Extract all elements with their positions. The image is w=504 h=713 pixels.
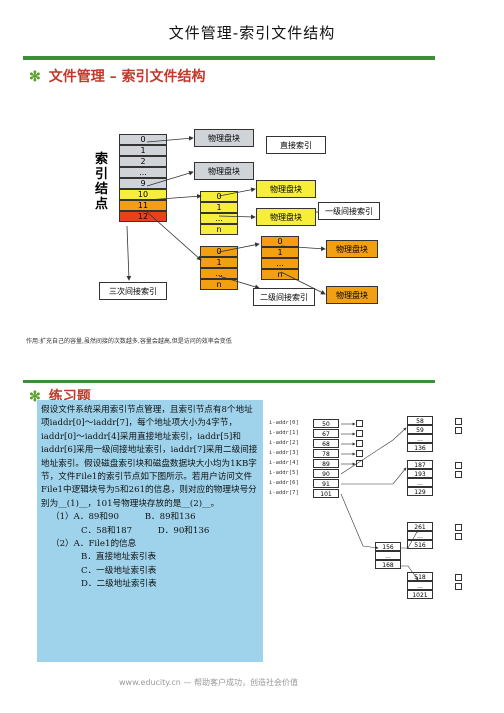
q2-option-a: （2）A．File1的信息	[51, 539, 137, 550]
index-arrows	[126, 135, 326, 295]
iaddr-arrows	[340, 422, 419, 581]
q2-option-c: C．一级地址索引表	[81, 565, 157, 576]
footer-text: www.educity.cn — 帮助客户成功，创造社会价值	[119, 678, 298, 687]
index-cell-4: 9	[119, 178, 167, 189]
index-node-label: 索引结点	[95, 152, 109, 212]
data-block	[455, 471, 462, 478]
level2-cell-3: n	[200, 279, 238, 290]
phys-block-level1-b: 物理盘块	[256, 208, 316, 226]
data-block	[455, 427, 462, 434]
data-block	[455, 583, 462, 590]
level2-index-label: 二级间接索引	[253, 288, 315, 306]
slide-top-line-2	[23, 380, 435, 383]
iaddr-label-4: i-addr[4]	[269, 460, 299, 466]
level2-cell-1: 1	[200, 257, 238, 268]
level3-index-label: 三次间接索引	[99, 282, 167, 300]
level2-sub-cell-0: 0	[261, 236, 299, 247]
level2-cell-0: 0	[200, 246, 238, 257]
slide-title: ✻ 文件管理 – 索引文件结构	[29, 66, 205, 86]
col3d-cell-1: ...	[407, 581, 433, 590]
slide-top-line	[23, 56, 435, 60]
level1-cell-1: 1	[200, 202, 238, 213]
index-cell-7: 12	[119, 211, 167, 222]
problem-text: 假设文件系统采用索引节点管理，且索引节点有8个地址项iaddr[0]～iaddr…	[41, 405, 258, 509]
caption: 作用:扩充自己的容量,虽然间接的次数越多,容量会越高,但是访问的效率会变低	[26, 338, 232, 345]
iaddr-label-3: i-addr[3]	[269, 450, 299, 456]
level2-sub-cell-2: ...	[261, 258, 299, 269]
col3a-cell-1: 59	[407, 425, 433, 434]
level2-cell-2: ...	[200, 268, 238, 279]
data-block	[455, 574, 462, 581]
q1-options-a: （1）A．89和90 B．89和136	[51, 512, 196, 523]
phys-block-direct-2: 物理盘块	[194, 162, 254, 180]
data-block	[356, 460, 363, 467]
level2-sub-cell-1: 1	[261, 247, 299, 258]
iaddr-value-2: 68	[313, 439, 339, 448]
iaddr-value-4: 89	[313, 459, 339, 468]
phys-block-level1-a: 物理盘块	[256, 180, 316, 198]
q2-option-b: B．直接地址索引表	[81, 552, 157, 563]
iaddr-label-2: i-addr[2]	[269, 440, 299, 446]
page-title: 文件管理-索引文件结构	[168, 24, 336, 42]
data-block	[455, 524, 462, 531]
col3a-cell-0: 58	[407, 416, 433, 425]
index-cell-2: 2	[119, 156, 167, 167]
iaddr-label-1: i-addr[1]	[269, 430, 299, 436]
col2-cell-2: 168	[375, 560, 401, 569]
iaddr-label-6: i-addr[6]	[269, 480, 299, 486]
index-cell-3: ...	[119, 167, 167, 178]
col3c-cell-2: 516	[407, 540, 433, 549]
col3b-cell-2: ...	[407, 478, 433, 487]
col3b-cell-1: 193	[407, 469, 433, 478]
slide-exercise: ✻练习题 假设文件系统采用索引节点管理，且索引节点有8个地址项iaddr[0]～…	[23, 380, 462, 687]
exercise-problem: 假设文件系统采用索引节点管理，且索引节点有8个地址项iaddr[0]～iaddr…	[37, 400, 263, 662]
iaddr-label-0: i-addr[0]	[269, 420, 299, 426]
data-block	[356, 440, 363, 447]
index-cell-0: 0	[119, 134, 167, 145]
phys-block-direct-1: 物理盘块	[194, 129, 254, 147]
direct-index-label: 直接索引	[266, 136, 326, 154]
col3d-cell-2: 1021	[407, 590, 433, 599]
col2-cell-1: ...	[375, 551, 401, 560]
iaddr-value-7: 101	[313, 489, 339, 498]
q1-options-b: C．58和187 D．90和136	[81, 525, 210, 536]
index-cell-6: 11	[119, 200, 167, 211]
level1-index-label: 一级间接索引	[318, 202, 380, 220]
col3c-cell-0: 261	[407, 522, 433, 531]
gear-icon: ✻	[29, 389, 41, 405]
data-block	[455, 462, 462, 469]
col3a-cell-2: ...	[407, 434, 433, 443]
index-cell-1: 1	[119, 145, 167, 156]
gear-icon: ✻	[29, 69, 41, 85]
data-block	[455, 533, 462, 540]
iaddr-value-3: 78	[313, 449, 339, 458]
iaddr-label-5: i-addr[5]	[269, 470, 299, 476]
data-block	[356, 430, 363, 437]
col3c-cell-1: ...	[407, 531, 433, 540]
data-block	[455, 418, 462, 425]
iaddr-value-1: 67	[313, 429, 339, 438]
slide-title-text: 文件管理 – 索引文件结构	[48, 69, 206, 85]
iaddr-value-6: 91	[313, 479, 339, 488]
phys-block-level2-a: 物理盘块	[326, 240, 378, 258]
phys-block-level2-b: 物理盘块	[326, 286, 378, 304]
iaddr-label-7: i-addr[7]	[269, 490, 299, 496]
col3b-cell-3: 129	[407, 487, 433, 496]
level1-cell-2: ...	[200, 213, 238, 224]
data-block	[356, 420, 363, 427]
iaddr-value-5: 90	[313, 469, 339, 478]
level1-cell-3: n	[200, 224, 238, 235]
index-cell-5: 10	[119, 189, 167, 200]
level2-sub-cell-3: n	[261, 269, 299, 280]
col3d-cell-0: 518	[407, 572, 433, 581]
col3b-cell-0: 187	[407, 460, 433, 469]
col3a-cell-3: 136	[407, 443, 433, 452]
q2-option-d: D．二级地址索引表	[81, 579, 157, 590]
iaddr-value-0: 50	[313, 419, 339, 428]
data-block	[356, 450, 363, 457]
